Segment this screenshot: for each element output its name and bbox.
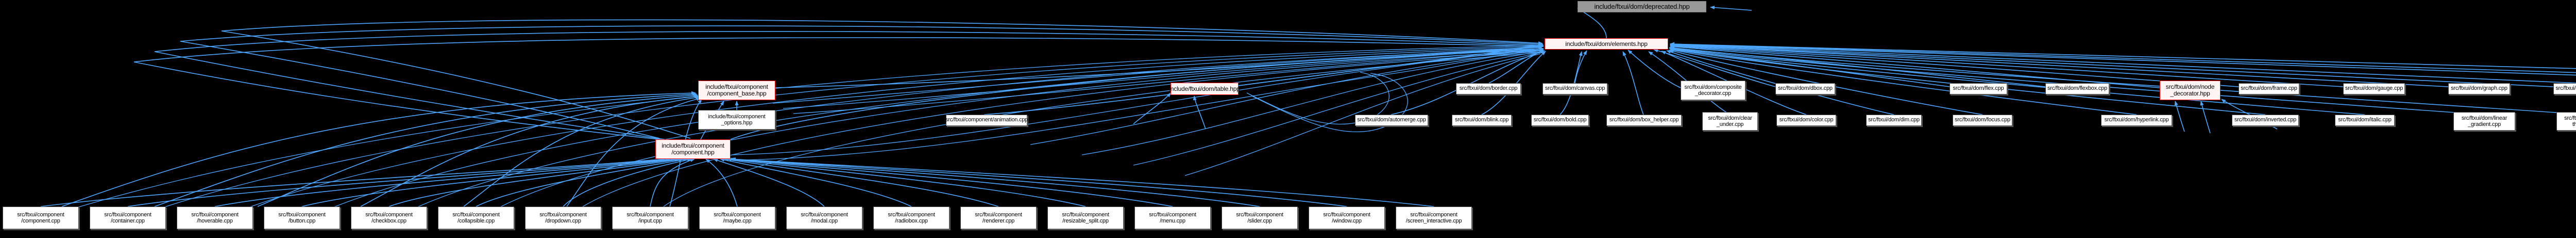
graph-node-label: src/ftxui/dom/node _decorator.hpp <box>2165 83 2215 97</box>
graph-node[interactable]: src/ftxui/component /slider.cpp <box>1222 207 1298 229</box>
graph-node-label: src/ftxui/dom/clear _under.cpp <box>1708 115 1752 128</box>
graph-node-label: src/ftxui/dom/flex.cpp <box>1953 85 2004 92</box>
graph-node-label: src/ftxui/component /hoverable.cpp <box>191 211 239 224</box>
graph-node[interactable]: src/ftxui/dom/box_helper.cpp <box>1606 115 1682 126</box>
graph-node-label: src/ftxui/dom/inverted.cpp <box>2234 117 2297 123</box>
graph-node-label: src/ftxui/dom/focus.cpp <box>1955 117 2010 123</box>
graph-node-label: include/ftxui/component /component.hpp <box>662 141 724 156</box>
graph-node[interactable]: src/ftxui/component /modal.cpp <box>786 207 862 229</box>
graph-node[interactable]: src/ftxui/component /window.cpp <box>1309 207 1385 229</box>
graph-node-label: src/ftxui/component /menu.cpp <box>1149 211 1196 224</box>
graph-node-label: src/ftxui/component /container.cpp <box>104 211 151 224</box>
graph-node-label: include/ftxui/component /component_base.… <box>705 83 768 97</box>
graph-node[interactable]: src/ftxui/dom/flex.cpp <box>1950 83 2007 94</box>
graph-node-label: src/ftxui/dom/italic.cpp <box>2338 117 2392 123</box>
graph-node[interactable]: include/ftxui/component /component.hpp <box>655 139 731 159</box>
graph-node[interactable]: src/ftxui/component /component.cpp <box>3 207 79 229</box>
graph-node[interactable]: src/ftxui/dom/frame.cpp <box>2239 83 2299 94</box>
graph-node-label: src/ftxui/component /window.cpp <box>1323 211 1370 224</box>
graph-node[interactable]: include/ftxui/dom/table.hpp <box>1169 83 1240 95</box>
graph-node[interactable]: src/ftxui/dom/linear _gradient.cpp <box>2453 112 2515 131</box>
graph-node-label: src/ftxui/dom/linear _gradient.cpp <box>2461 115 2507 128</box>
graph-node[interactable]: src/ftxui/dom/node _decorator.hpp <box>2160 81 2221 100</box>
graph-node-label: src/ftxui/dom/blink.cpp <box>1454 117 1509 123</box>
graph-node-label: src/ftxui/dom/automerge.cpp <box>1357 117 1426 123</box>
graph-node-label: src/ftxui/component /collapsible.cpp <box>452 211 500 224</box>
graph-node[interactable]: src/ftxui/dom/dbox.cpp <box>1775 83 1835 94</box>
graph-node[interactable]: src/ftxui/dom/dim.cpp <box>1866 115 1922 126</box>
graph-node[interactable]: include/ftxui/dom/elements.hpp <box>1545 38 1668 50</box>
graph-node-label: src/ftxui/component /resizable_split.cpp <box>1062 211 1109 224</box>
graph-node[interactable]: include/ftxui/dom/deprecated.hpp <box>1578 1 1706 12</box>
graph-node[interactable]: src/ftxui/dom/bold.cpp <box>1531 115 1589 126</box>
graph-node[interactable]: src/ftxui/dom/hyperlink.cpp <box>2101 115 2172 126</box>
graph-node[interactable]: src/ftxui/dom/color.cpp <box>1776 115 1836 126</box>
graph-node-label: src/ftxui/dom/dbox.cpp <box>1778 85 1833 92</box>
graph-node-label: include/ftxui/dom/elements.hpp <box>1565 40 1648 47</box>
graph-node[interactable]: src/ftxui/component /container.cpp <box>90 207 166 229</box>
graph-node-label: src/ftxui/component /slider.cpp <box>1236 211 1283 224</box>
graph-node[interactable]: src/ftxui/component /dropdown.cpp <box>525 207 601 229</box>
graph-node[interactable]: src/ftxui/component /input.cpp <box>612 207 688 229</box>
graph-node-label: src/ftxui/component /dropdown.cpp <box>539 211 587 224</box>
graph-node[interactable]: src/ftxui/component /renderer.cpp <box>960 207 1037 229</box>
graph-node[interactable]: src/ftxui/component /menu.cpp <box>1134 207 1211 229</box>
graph-node-label: src/ftxui/dom/flexbox.cpp <box>2047 85 2108 92</box>
graph-node[interactable]: src/ftxui/component /checkbox.cpp <box>351 207 427 229</box>
graph-node[interactable]: src/ftxui/dom/automerge.cpp <box>1355 115 1428 126</box>
graph-node-label: src/ftxui/dom/composite _decorator.cpp <box>1684 84 1742 97</box>
graph-node[interactable]: src/ftxui/dom/clear _under.cpp <box>1702 112 1758 131</box>
graph-node[interactable]: include/ftxui/component _options.hpp <box>698 110 775 130</box>
graph-node-label: src/ftxui/dom/frame.cpp <box>2241 85 2297 92</box>
graph-node-label: src/ftxui/dom/strike through.cpp <box>2564 115 2576 128</box>
graph-node-label: include/ftxui/dom/table.hpp <box>1169 85 1240 92</box>
graph-node-label: src/ftxui/dom/border.cpp <box>1459 85 1518 92</box>
graph-node[interactable]: src/ftxui/dom/flexbox.cpp <box>2045 83 2109 94</box>
graph-node-label: include/ftxui/component _options.hpp <box>708 113 766 126</box>
graph-node[interactable]: src/ftxui/dom/blink.cpp <box>1452 115 1512 126</box>
graph-node-label: src/ftxui/dom/box_helper.cpp <box>1609 117 1679 123</box>
graph-node[interactable]: src/ftxui/dom/border.cpp <box>1456 83 1521 94</box>
graph-node[interactable]: src/ftxui/component /hoverable.cpp <box>177 207 253 229</box>
graph-node[interactable]: src/ftxui/dom/gauge.cpp <box>2343 83 2405 94</box>
graph-node[interactable]: src/ftxui/dom/italic.cpp <box>2335 115 2395 126</box>
graph-node[interactable]: src/ftxui/component /maybe.cpp <box>699 207 775 229</box>
graph-node-label: src/ftxui/component /component.cpp <box>17 211 64 224</box>
graph-node-label: src/ftxui/component /input.cpp <box>626 211 674 224</box>
graph-node[interactable]: src/ftxui/dom/inverted.cpp <box>2232 115 2299 126</box>
graph-node[interactable]: src/ftxui/dom/gridbox.cpp <box>2553 83 2576 94</box>
graph-node-label: src/ftxui/dom/gauge.cpp <box>2345 85 2403 92</box>
graph-node-label: src/ftxui/dom/dim.cpp <box>1868 117 1920 123</box>
graph-node[interactable]: src/ftxui/dom/strike through.cpp <box>2556 112 2576 131</box>
graph-node[interactable]: src/ftxui/dom/composite _decorator.cpp <box>1681 81 1745 100</box>
graph-node[interactable]: src/ftxui/component /radiobox.cpp <box>873 207 950 229</box>
graph-node[interactable]: src/ftxui/component /screen_interactive.… <box>1396 207 1472 229</box>
graph-node-label: include/ftxui/dom/deprecated.hpp <box>1594 2 1690 10</box>
graph-node[interactable]: src/ftxui/component /collapsible.cpp <box>438 207 514 229</box>
graph-node-label: src/ftxui/component /checkbox.cpp <box>365 211 413 224</box>
graph-node-label: src/ftxui/dom/graph.cpp <box>2451 85 2507 92</box>
graph-node[interactable]: src/ftxui/component /button.cpp <box>264 207 340 229</box>
graph-node-label: src/ftxui/dom/hyperlink.cpp <box>2104 117 2169 123</box>
graph-node[interactable]: src/ftxui/dom/graph.cpp <box>2448 83 2510 94</box>
graph-node-label: src/ftxui/dom/color.cpp <box>1779 117 1834 123</box>
graph-node-label: src/ftxui/dom/bold.cpp <box>1533 117 1587 123</box>
graph-node-label: src/ftxui/component /button.cpp <box>278 211 326 224</box>
graph-node-label: src/ftxui/component /screen_interactive.… <box>1405 211 1462 224</box>
graph-node[interactable]: src/ftxui/component/animation.cpp <box>945 115 1028 126</box>
graph-node-label: src/ftxui/component /radiobox.cpp <box>888 211 935 224</box>
graph-node-label: src/ftxui/component /renderer.cpp <box>975 211 1022 224</box>
graph-node[interactable]: src/ftxui/dom/focus.cpp <box>1953 115 2012 126</box>
graph-node-label: src/ftxui/component /maybe.cpp <box>714 211 761 224</box>
graph-node-label: src/ftxui/component/animation.cpp <box>945 117 1028 123</box>
graph-node[interactable]: src/ftxui/component /resizable_split.cpp <box>1047 207 1124 229</box>
graph-node[interactable]: include/ftxui/component /component_base.… <box>698 81 775 100</box>
graph-node[interactable]: src/ftxui/dom/canvas.cpp <box>1543 83 1607 94</box>
graph-node-label: src/ftxui/component /modal.cpp <box>801 211 848 224</box>
graph-node-label: src/ftxui/dom/gridbox.cpp <box>2555 85 2576 92</box>
graph-node-label: src/ftxui/dom/canvas.cpp <box>1545 85 1605 92</box>
